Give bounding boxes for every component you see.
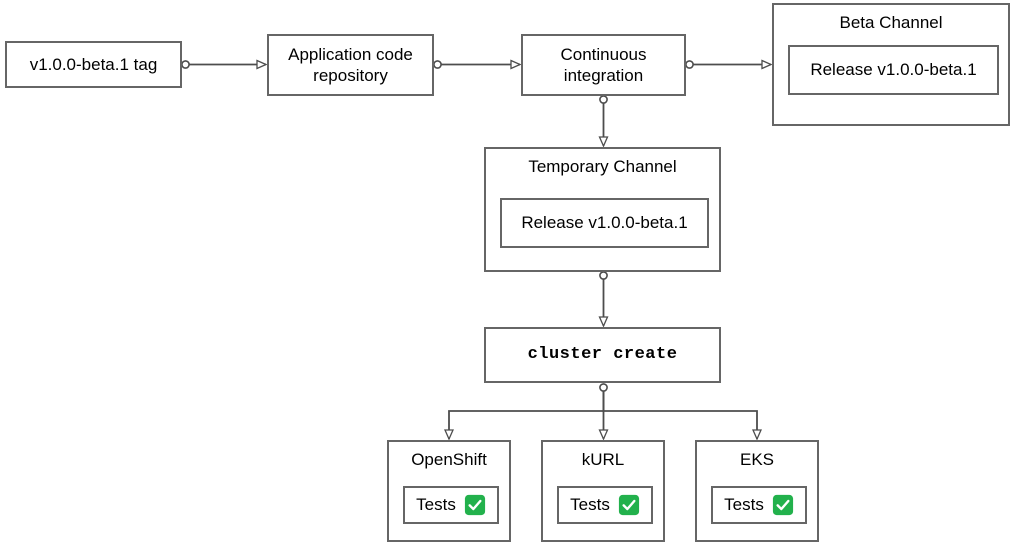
node-temporary-channel-release-label: Release v1.0.0-beta.1 [521, 213, 688, 233]
node-beta-channel-title: Beta Channel [839, 13, 943, 32]
node-eks-tests[interactable]: Tests [711, 486, 807, 524]
node-application-code-repository[interactable]: Application code repository [267, 34, 434, 96]
node-openshift-title: OpenShift [411, 450, 487, 469]
check-mark-button-icon [464, 494, 486, 516]
node-beta-channel-release[interactable]: Release v1.0.0-beta.1 [788, 45, 999, 95]
node-cluster-create[interactable]: cluster create [484, 327, 721, 383]
node-eks-title: EKS [739, 450, 775, 469]
node-continuous-integration-label: Continuous integration [560, 44, 647, 85]
node-cluster-create-label: cluster create [527, 345, 678, 365]
node-openshift-tests[interactable]: Tests [403, 486, 499, 524]
node-eks[interactable]: EKS Tests [695, 440, 819, 542]
node-temporary-channel-release[interactable]: Release v1.0.0-beta.1 [500, 198, 709, 248]
edge-temporary-channel-to-cluster-create [598, 271, 609, 328]
node-openshift[interactable]: OpenShift Tests [387, 440, 511, 542]
node-openshift-tests-label: Tests [416, 495, 456, 515]
check-mark-button-icon [618, 494, 640, 516]
node-kurl[interactable]: kURL Tests [541, 440, 665, 542]
node-version-tag[interactable]: v1.0.0-beta.1 tag [5, 41, 182, 88]
edge-repo-to-ci [433, 59, 522, 70]
node-beta-channel[interactable]: Beta Channel Release v1.0.0-beta.1 [772, 3, 1010, 126]
edge-tag-to-repo [181, 59, 268, 70]
node-temporary-channel[interactable]: Temporary Channel Release v1.0.0-beta.1 [484, 147, 721, 272]
node-beta-channel-release-label: Release v1.0.0-beta.1 [810, 60, 977, 80]
node-temporary-channel-title: Temporary Channel [528, 157, 677, 176]
node-version-tag-label: v1.0.0-beta.1 tag [29, 54, 158, 74]
node-application-code-repository-label: Application code repository [288, 44, 413, 85]
node-kurl-title: kURL [581, 450, 625, 469]
edge-ci-to-beta-channel [685, 59, 773, 70]
edge-cluster-create-branch [443, 383, 763, 441]
edge-ci-to-temporary-channel [598, 95, 609, 148]
node-kurl-tests-label: Tests [570, 495, 610, 515]
check-mark-button-icon [772, 494, 794, 516]
node-continuous-integration[interactable]: Continuous integration [521, 34, 686, 96]
node-eks-tests-label: Tests [724, 495, 764, 515]
node-kurl-tests[interactable]: Tests [557, 486, 653, 524]
